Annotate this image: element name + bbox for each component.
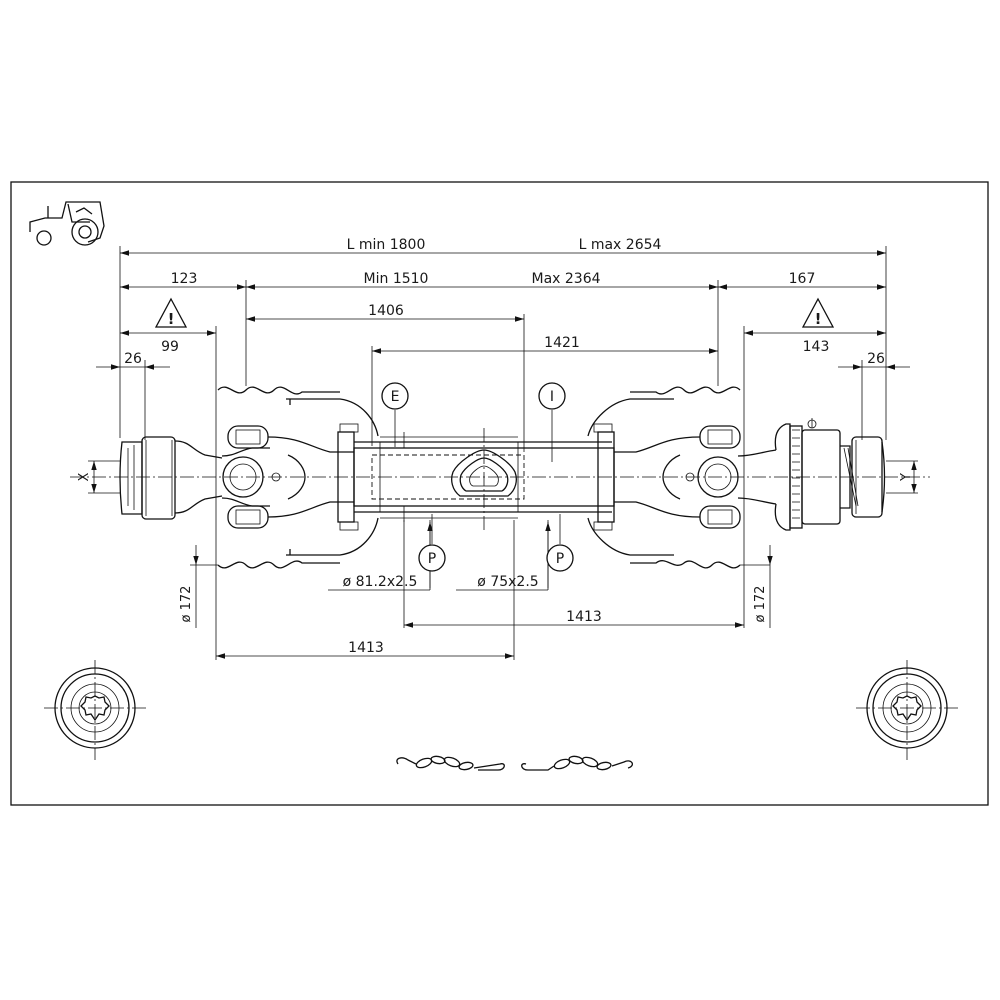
safety-chain-icon <box>521 755 633 771</box>
dim-lower-right-len: 1413 <box>566 609 602 625</box>
dim-lower-left-len: 1413 <box>348 640 384 656</box>
right-universal-joint <box>593 423 777 531</box>
safety-chain-icon <box>396 755 505 771</box>
callout-e: E <box>381 382 409 410</box>
dim-left-tube: 1406 <box>368 303 404 319</box>
dim-max-inner: Max 2364 <box>531 271 600 287</box>
spline-hub-icon <box>856 660 958 760</box>
callout-p-right: P <box>546 544 574 572</box>
dim-y-label: Y <box>899 473 914 482</box>
left-hub <box>119 436 223 520</box>
dim-left-yoke: 26 <box>124 351 142 367</box>
right-guard <box>587 386 741 569</box>
dim-left-guard: 99 <box>161 339 179 355</box>
dim-right-guard: 143 <box>803 339 830 355</box>
left-guard <box>217 386 379 569</box>
warning-icon: ! <box>801 297 835 328</box>
callout-p-left: P <box>418 544 446 572</box>
dim-right-yoke: 26 <box>867 351 885 367</box>
dim-left-end: 123 <box>171 271 198 287</box>
dim-left-guard-dia: ø 172 <box>179 586 194 623</box>
spline-hub-icon <box>44 660 146 760</box>
dim-inner-tube-dia: ø 75x2.5 <box>477 574 538 590</box>
dim-x-label: X <box>77 472 92 481</box>
svg-text:P: P <box>556 551 564 567</box>
dim-min-inner: Min 1510 <box>364 271 429 287</box>
svg-text:E: E <box>391 389 400 405</box>
dim-l-max: L max 2654 <box>579 237 662 253</box>
dim-right-end: 167 <box>789 271 816 287</box>
left-universal-joint <box>221 423 359 531</box>
dim-outer-tube-dia: ø 81.2x2.5 <box>343 574 418 590</box>
svg-text:I: I <box>550 389 554 405</box>
dim-right-guard-dia: ø 172 <box>753 586 768 623</box>
svg-text:!: ! <box>815 310 822 328</box>
warning-icon: ! <box>154 297 188 328</box>
tractor-icon <box>29 201 105 246</box>
drawing-frame <box>10 181 989 806</box>
callout-i: I <box>538 382 566 410</box>
svg-text:P: P <box>428 551 436 567</box>
right-clutch-hub <box>774 418 886 531</box>
dimension-lines <box>88 246 918 660</box>
svg-text:!: ! <box>168 310 175 328</box>
tube-profile-icon <box>451 428 517 530</box>
dim-l-min: L min 1800 <box>347 237 426 253</box>
dim-right-tube: 1421 <box>544 335 580 351</box>
